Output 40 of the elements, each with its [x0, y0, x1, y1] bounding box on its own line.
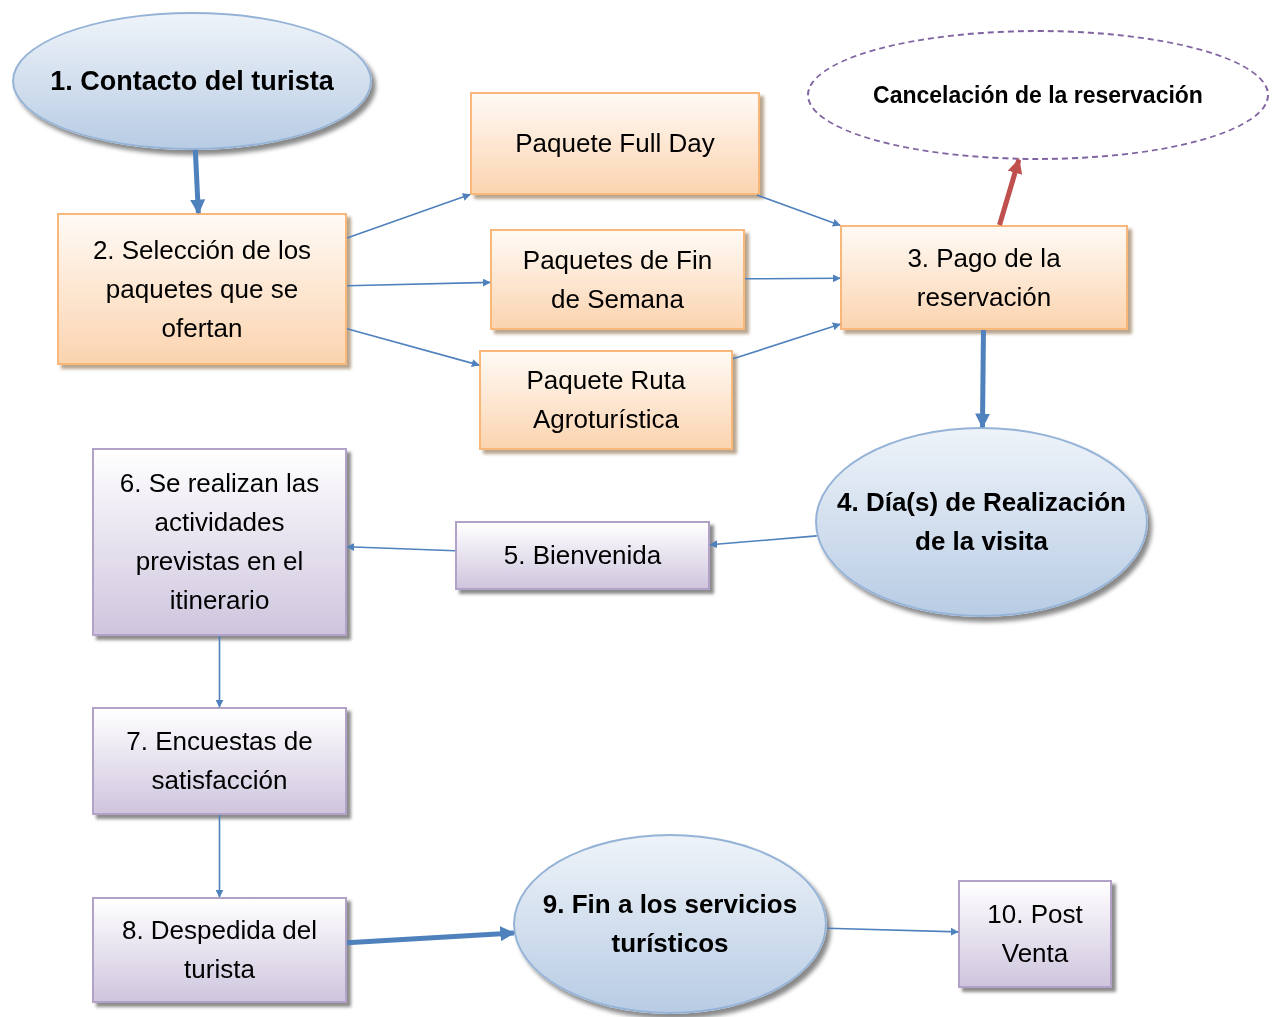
process-box: [92, 448, 347, 636]
process-box: [57, 213, 347, 365]
node-label: 8. Despedida del turista: [120, 914, 319, 986]
process-box: [92, 707, 347, 815]
dashed-ellipse: [807, 30, 1269, 160]
arrow: [732, 322, 841, 360]
node-label: 9. Fin a los servicios turísticos: [541, 888, 799, 960]
node-label: Paquetes de Fin de Semana: [521, 243, 714, 316]
arrow: [975, 329, 991, 429]
process-box: [470, 92, 760, 195]
process-box: [490, 229, 745, 330]
arrow: [190, 149, 206, 215]
node-label: 7. Encuestas de satisfacción: [125, 725, 314, 797]
node-label: Paquete Ruta Agroturística: [525, 364, 687, 436]
arrow: [997, 158, 1023, 226]
arrow: [215, 814, 224, 898]
arrow: [346, 278, 491, 287]
arrow: [346, 193, 471, 239]
arrow: [756, 194, 841, 227]
node-label: 6. Se realizan las actividades previstas en el itinerario: [118, 467, 321, 617]
node-label: Cancelación de la reservación: [873, 80, 1203, 110]
node-label: 5. Bienvenida: [503, 539, 662, 572]
node-label: 10. Post Venta: [986, 898, 1084, 970]
arrow: [215, 635, 224, 708]
process-box: [840, 225, 1128, 330]
node-label: Paquete Full Day: [515, 127, 715, 160]
node-label: 1. Contacto del turista: [50, 64, 334, 98]
process-box: [92, 897, 347, 1003]
arrow: [346, 926, 516, 946]
arrow: [744, 274, 841, 283]
node-label: 3. Pago de la reservación: [906, 241, 1062, 314]
process-box: [455, 521, 710, 590]
process-box: [479, 350, 733, 450]
arrow: [346, 328, 480, 368]
process-box: [958, 880, 1112, 988]
node-label: 4. Día(s) de Realización de la visita: [836, 486, 1127, 558]
arrow: [346, 543, 456, 552]
arrow: [709, 535, 818, 549]
arrow: [826, 927, 959, 936]
node-label: 2. Selección de los paquetes que se ofertan: [91, 233, 313, 345]
